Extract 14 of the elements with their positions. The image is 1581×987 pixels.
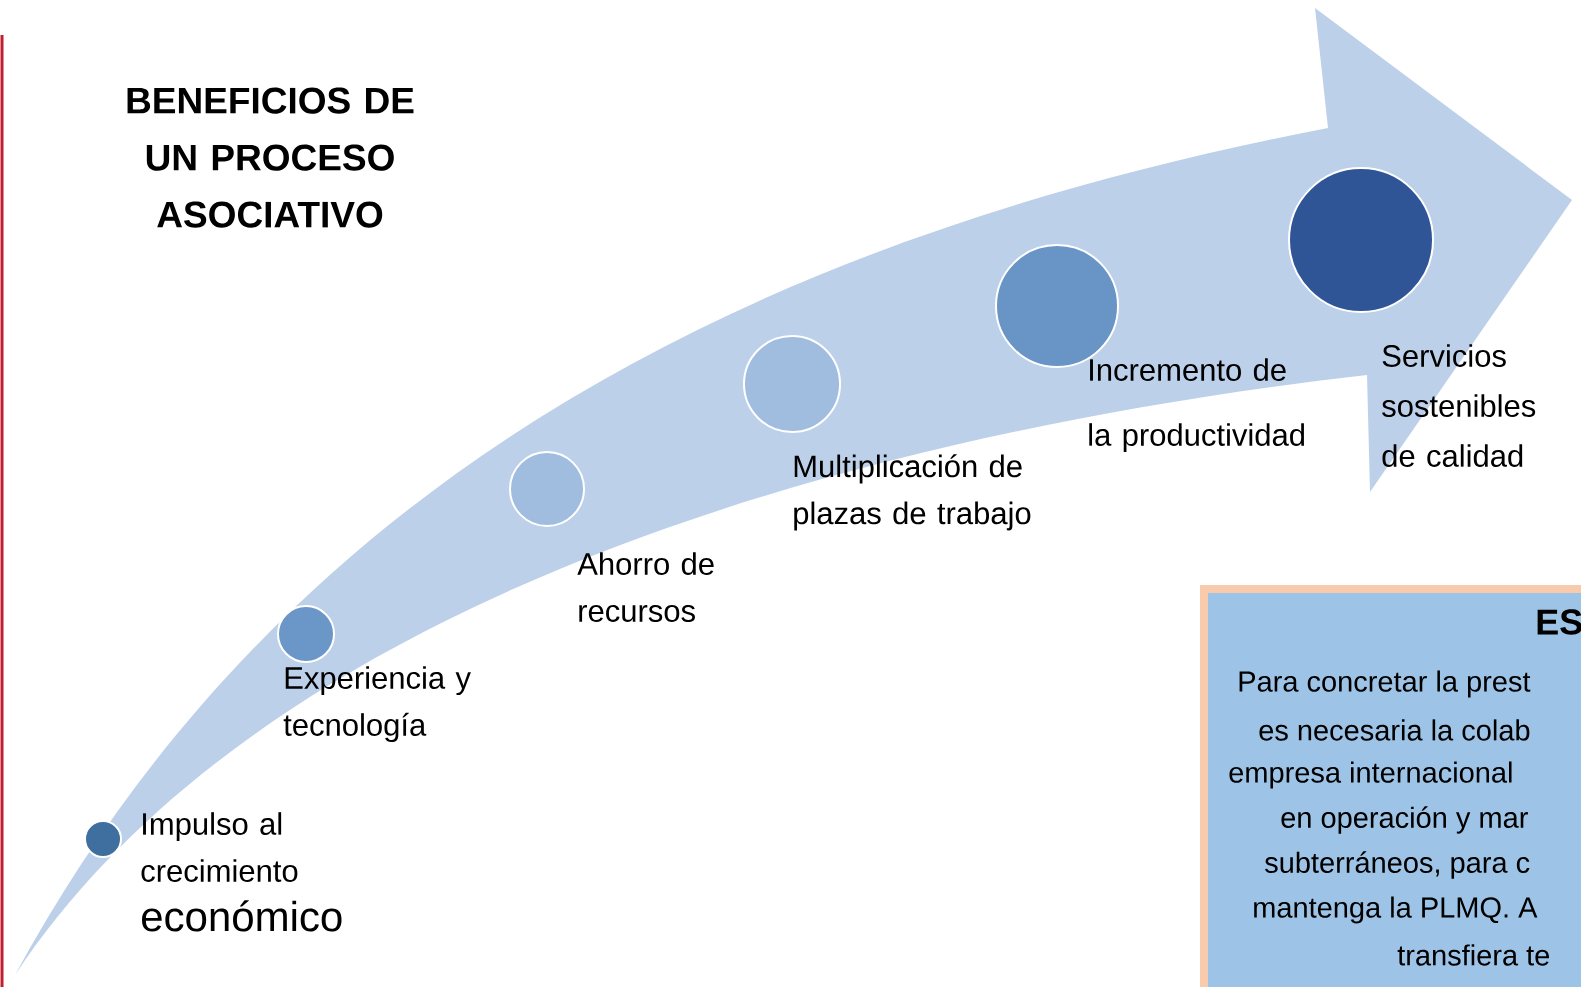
circle	[509, 451, 585, 527]
step-label: Incremento de la productividad	[1089, 358, 1304, 453]
circle	[277, 605, 335, 663]
step-label: económico	[142, 900, 342, 932]
text-panel: ES Para concretar la prest es necesaria la colab empresa internacional en operación y mar subterráneos, para c mantenga la PLMQ. A transfiera te	[1200, 585, 1581, 987]
step-label: Multiplicación de plazas de trabajo	[794, 454, 1031, 531]
step-label: Ahorro de recursos	[577, 552, 714, 622]
circle	[1288, 167, 1434, 313]
step-label: Impulso al crecimiento	[141, 812, 298, 882]
step-label: Servicios sostenibles de calidad	[1382, 344, 1536, 467]
title: BENEFICIOS DE UN PROCESO ASOCIATIVO	[127, 87, 414, 228]
circle	[743, 335, 841, 433]
step-label: Experiencia y tecnología	[283, 666, 471, 743]
circle	[84, 820, 122, 858]
